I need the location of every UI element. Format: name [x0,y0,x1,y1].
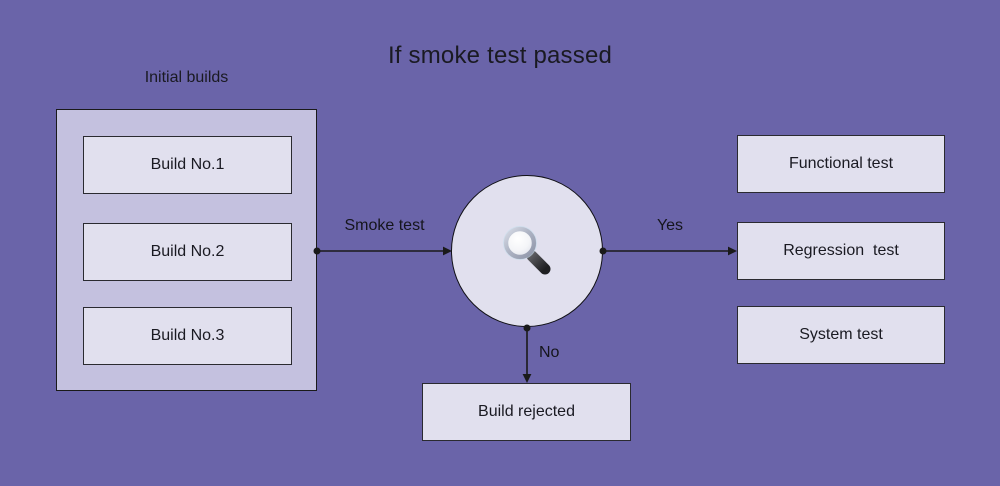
initial-builds-label: Initial builds [144,69,229,86]
system-test-node: System test [737,306,945,364]
initial-builds-container: Build No.1 Build No.2 Build No.3 [56,109,317,391]
build-node-1: Build No.1 [83,136,292,194]
edge-label-yes: Yes [656,217,684,234]
edge-label-smoke-test: Smoke test [344,217,425,234]
build-rejected-node: Build rejected [422,383,631,441]
build-node-3-label: Build No.3 [150,327,225,344]
diagram-title: If smoke test passed [387,42,613,69]
edge-label-no: No [539,344,560,361]
functional-test-label: Functional test [788,155,894,172]
system-test-label: System test [799,326,883,343]
build-node-1-label: Build No.1 [150,156,225,173]
build-node-3: Build No.3 [83,307,292,365]
regression-test-node: Regression test [737,222,945,280]
build-node-2: Build No.2 [83,223,292,281]
functional-test-node: Functional test [737,135,945,193]
smoke-test-decision-node [451,175,603,327]
magnifying-glass-icon [503,226,551,275]
build-node-2-label: Build No.2 [150,243,225,260]
regression-test-label: Regression test [783,242,899,259]
build-rejected-label: Build rejected [478,403,575,420]
